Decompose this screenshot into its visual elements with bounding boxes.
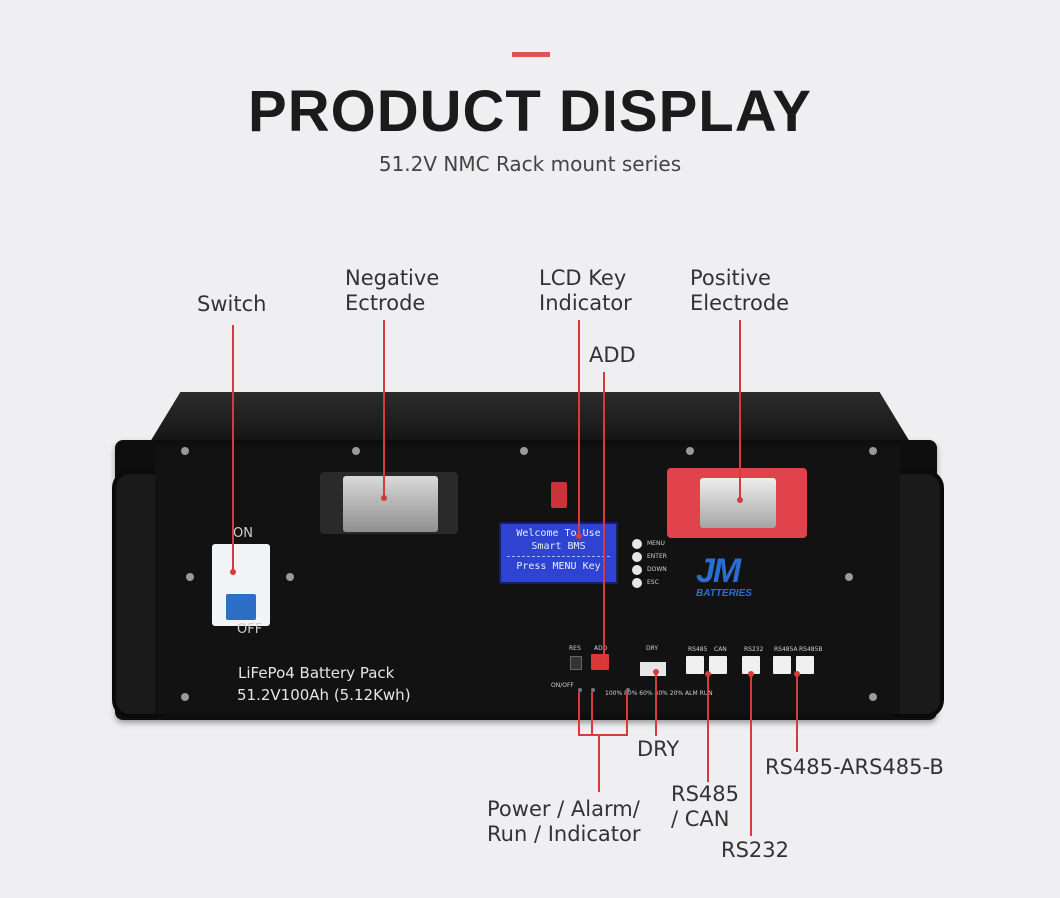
screw-icon [352,447,360,455]
brand-mark: JM [696,552,741,590]
key-down: DOWN [632,563,667,576]
callout-dry: DRY [637,737,680,761]
port-label-rs485: RS485 [688,646,708,653]
chassis-top [150,392,910,442]
brand-logo: JM BATTERIES [696,554,786,599]
button-icon [632,564,642,575]
key-esc: ESC [632,576,667,589]
power-leader-line-1 [578,692,580,736]
callout-lcd-key-indicator: LCD Key Indicator [539,266,632,315]
lcd-keys: MENU ENTER DOWN ESC [632,537,667,589]
rj45-port-icon [796,656,814,674]
screw-icon [869,447,877,455]
screw-icon [181,447,189,455]
breaker-toggle [226,594,256,620]
key-label: DOWN [647,566,667,573]
accent-bar [512,52,550,57]
negative-terminal-cover [343,476,438,532]
pack-name: LiFePo4 Battery Pack [238,664,395,682]
screw-icon [186,573,194,581]
rs485-can-leader-dot [705,671,711,677]
callout-add: ADD [589,343,636,367]
lcd-screen: Welcome To Use Smart BMS Press MENU Key [499,522,618,584]
dry-leader-line [655,672,657,736]
lcd-line-2: Smart BMS [531,541,586,552]
power-leader-line-2 [591,692,593,736]
lcd-line-1: Welcome To Use [516,528,601,539]
button-icon [632,538,642,549]
brand-sub: BATTERIES [696,588,752,599]
power-leader-line-3 [626,692,628,736]
callout-rs485-can: RS485 / CAN [671,782,740,831]
port-label-onoff: ON/OFF [551,682,574,689]
switch-leader-line [232,325,234,572]
button-icon [632,577,642,588]
key-label: MENU [647,540,665,547]
callout-switch: Switch [197,292,267,316]
positive-terminal-cover [700,478,776,528]
rj45-port-icon [709,656,727,674]
reset-button [570,656,582,670]
pack-spec: 51.2V100Ah (5.12Kwh) [237,686,411,704]
port-label-rs485a: RS485A [774,646,798,653]
positive-leader-line [739,320,741,500]
lcd-leader-dot [576,533,582,539]
callout-rs485ab: RS485-ARS485-B [765,755,944,779]
led-icon [626,688,630,692]
led-icon [591,688,595,692]
screw-icon [181,693,189,701]
callout-negative-electrode: Negative Ectrode [345,266,440,315]
negative-leader-line [383,320,385,498]
rs485ab-leader-dot [794,671,800,677]
port-label-can: CAN [714,646,727,653]
key-label: ESC [647,579,659,586]
page-title: PRODUCT DISPLAY [248,79,812,144]
callout-rs232: RS232 [721,838,790,862]
button-icon [632,551,642,562]
port-label-add: ADD [594,645,608,652]
switch-leader-dot [230,569,236,575]
rs485ab-leader-line [796,674,798,752]
port-label-rs485b: RS485B [799,646,823,653]
callout-power-indicator: Power / Alarm/ Run / Indicator [487,797,641,846]
port-label-dry: DRY [646,645,659,652]
screw-icon [286,573,294,581]
screw-icon [686,447,694,455]
positive-leader-dot [737,497,743,503]
screw-icon [869,693,877,701]
page-subtitle: 51.2V NMC Rack mount series [378,152,682,176]
key-menu: MENU [632,537,667,550]
led-icon [578,688,582,692]
lcd-line-3: Press MENU Key [516,561,601,572]
lcd-leader-line [578,320,580,536]
power-leader-bar [578,734,628,736]
key-enter: ENTER [632,550,667,563]
rs485-can-leader-line [707,674,709,782]
screw-icon [520,447,528,455]
led-labels: 100% 80% 60% 40% 20% ALM RUN [605,690,713,697]
port-label-rs232: RS232 [744,646,764,653]
lcd-divider [507,556,610,557]
rj45-port-icon [686,656,704,674]
screw-icon [845,573,853,581]
breaker-on-label: ON [233,526,253,541]
rs232-leader-line [750,674,752,836]
add-leader-line [603,372,605,662]
rj45-port-icon [742,656,760,674]
rs232-leader-dot [748,671,754,677]
negative-leader-dot [381,495,387,501]
add-leader-dot [601,659,607,665]
power-button [551,482,567,508]
rj45-port-icon [773,656,791,674]
port-label-res: RES [569,645,581,652]
power-leader-stem [598,734,600,792]
breaker-off-label: OFF [237,622,263,637]
dry-leader-dot [653,669,659,675]
callout-positive-electrode: Positive Electrode [690,266,790,315]
key-label: ENTER [647,553,667,560]
